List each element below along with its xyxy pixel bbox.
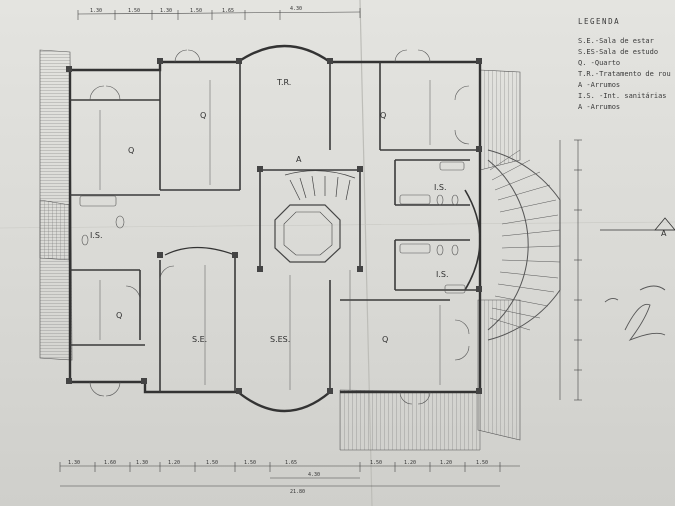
sanitary-fixtures xyxy=(80,162,465,293)
room-label-q-top-left: Q xyxy=(128,146,134,155)
dim-bot-11: 1.50 xyxy=(476,460,488,466)
right-eave-hatch-bottom xyxy=(478,300,520,440)
door-swings xyxy=(90,50,469,404)
legend-item: Q. -Quarto xyxy=(578,58,675,69)
dim-top-1: 1.30 xyxy=(90,8,102,14)
dim-bot-5: 1.50 xyxy=(206,460,218,466)
legend-item: S.ES-Sala de estudo xyxy=(578,47,675,58)
legend-item: T.R.-Tratamento de rou xyxy=(578,69,675,80)
room-label-ses: S.ES. xyxy=(270,335,290,344)
legend-title: LEGENDA xyxy=(578,16,675,27)
dim-bot-3: 1.30 xyxy=(136,460,148,466)
dim-top-6: 4.30 xyxy=(290,6,302,12)
right-eave-hatch-top xyxy=(480,70,520,170)
room-label-tr: T.R. xyxy=(276,78,291,87)
legend-item: I.S. -Int. sanitárias xyxy=(578,91,675,102)
legend-item: A -Arrumos xyxy=(578,80,675,91)
dim-top-3: 1.30 xyxy=(160,8,172,14)
dim-top-2: 1.50 xyxy=(128,8,140,14)
dim-bot-7: 1.65 xyxy=(285,460,297,466)
dim-bot-9: 1.20 xyxy=(404,460,416,466)
top-dimension-chain xyxy=(78,8,360,20)
bottom-eave-hatch xyxy=(340,390,480,450)
room-label-q-top-right: Q xyxy=(380,111,386,120)
staircase xyxy=(275,171,355,262)
dim-bot-total: 21.80 xyxy=(290,489,305,495)
dim-bot-6: 1.50 xyxy=(244,460,256,466)
right-dimension-chain xyxy=(560,140,582,400)
room-label-q-top-mid: Q xyxy=(200,111,206,120)
dim-bot-10: 1.20 xyxy=(440,460,452,466)
room-label-se: S.E. xyxy=(192,335,207,344)
legend-item: A -Arrumos xyxy=(578,102,675,113)
dim-bot-4: 1.20 xyxy=(168,460,180,466)
legend: LEGENDA S.E.-Sala de estar S.ES-Sala de … xyxy=(578,16,675,113)
room-label-is-right-bot: I.S. xyxy=(436,270,449,279)
room-label-is-right-top: I.S. xyxy=(434,183,447,192)
dim-top-5: 1.65 xyxy=(222,8,234,14)
legend-item: S.E.-Sala de estar xyxy=(578,36,675,47)
room-label-q-bot-left: Q xyxy=(116,311,122,320)
room-label-q-bot-right: Q xyxy=(382,335,388,344)
room-label-a: A xyxy=(296,155,302,164)
dim-bot-8: 1.50 xyxy=(370,460,382,466)
dim-bot-mid-total: 4.30 xyxy=(308,472,320,478)
section-marker-label: A xyxy=(661,229,667,238)
room-label-is-left: I.S. xyxy=(90,231,103,240)
dim-bot-1: 1.30 xyxy=(68,460,80,466)
dim-bot-2: 1.60 xyxy=(104,460,116,466)
signature xyxy=(605,286,665,340)
dim-top-4: 1.50 xyxy=(190,8,202,14)
